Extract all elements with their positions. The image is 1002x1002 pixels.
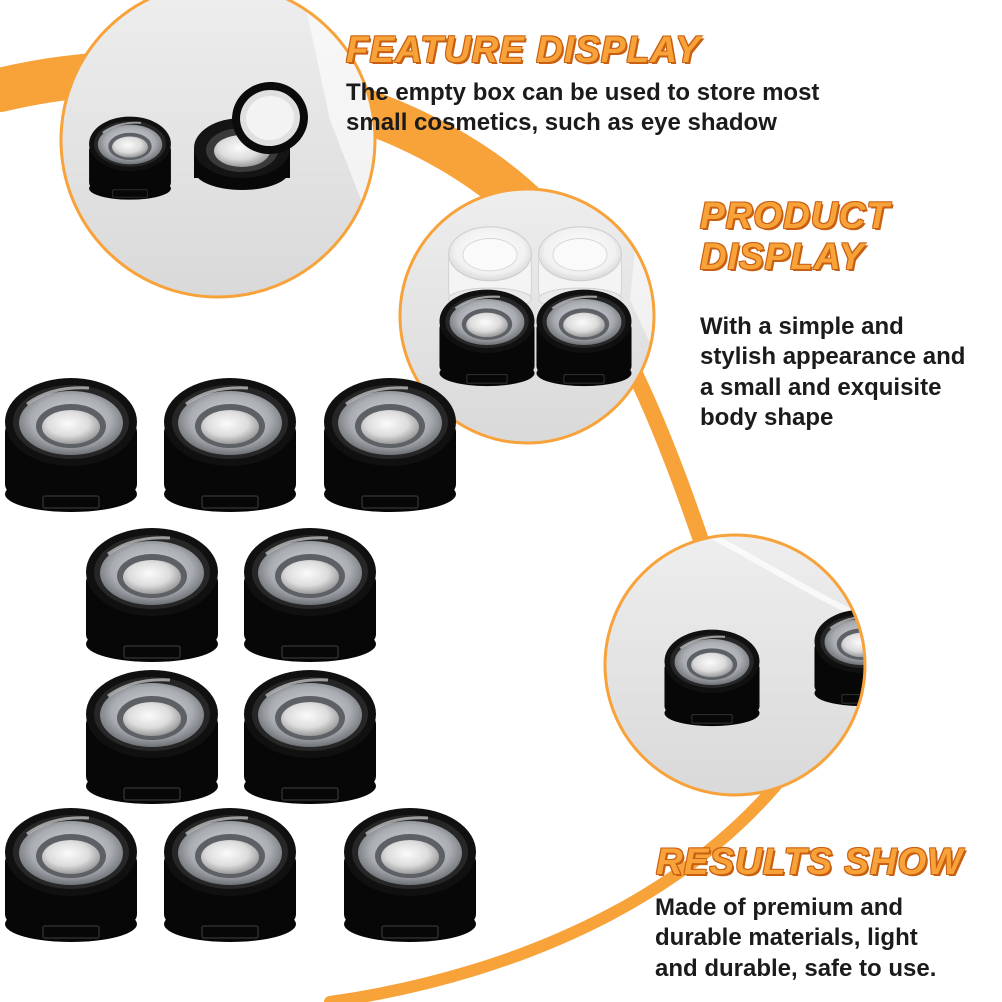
product-line: body shape	[700, 404, 834, 432]
results-line: Made of premium and	[655, 894, 904, 921]
product-line: a small and exquisite	[700, 373, 942, 401]
feature-line: small cosmetics, such as eye shadow	[346, 109, 777, 137]
results-line: durable materials, light	[655, 924, 918, 952]
product-display-heading: PRODUCT DISPLAY	[700, 195, 890, 277]
results-line: and durable, safe to use.	[655, 954, 937, 982]
product-line: stylish appearance and	[700, 343, 966, 371]
product-grid	[3, 376, 478, 944]
feature-display-description: The empty box can be used to store most …	[346, 78, 819, 139]
product-line: With a simple and	[700, 313, 904, 340]
results-show-heading: RESULTS SHOW	[656, 841, 964, 882]
results-show-photo	[603, 533, 867, 797]
feature-line: The empty box can be used to store most	[346, 79, 820, 106]
product-display-description: With a simple and stylish appearance and…	[700, 312, 965, 434]
product-heading-line: PRODUCT	[700, 195, 890, 236]
results-show-description: Made of premium and durable materials, l…	[655, 893, 936, 984]
feature-display-photo	[59, 0, 377, 299]
feature-display-heading: FEATURE DISPLAY	[346, 29, 701, 70]
product-heading-line: DISPLAY	[700, 235, 865, 277]
